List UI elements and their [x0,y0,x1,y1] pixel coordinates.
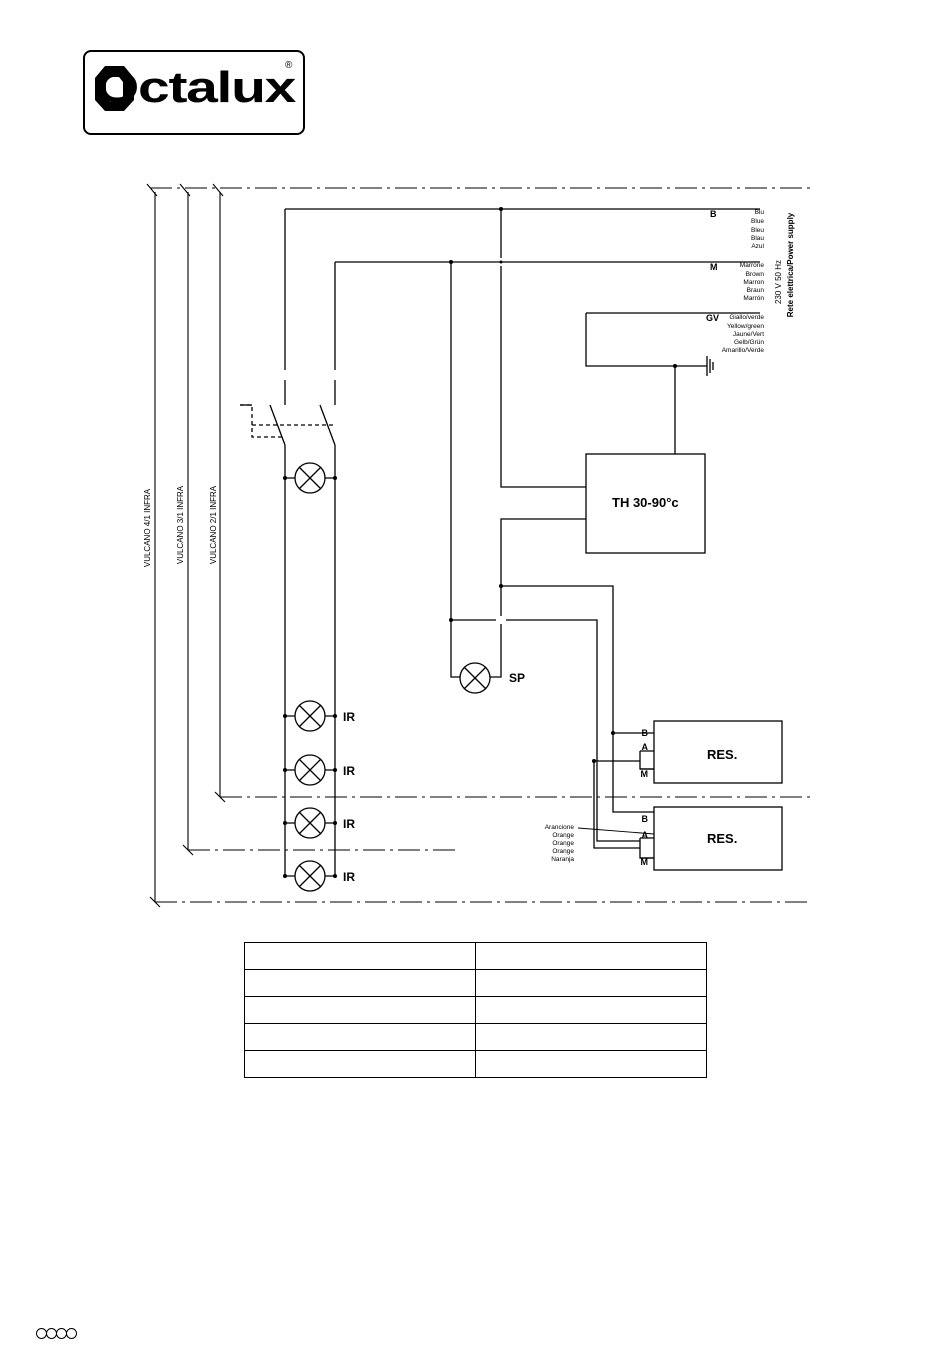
parts-table-cell [475,1050,707,1078]
earth-symbol [706,356,714,376]
model-label-2-1: VULCANO 2/1 INFRA [209,485,218,564]
wire-code-m: M [710,262,718,272]
resistor-label-1: RES. [707,747,737,762]
svg-text:B: B [642,728,649,738]
power-title: 230 V 50 Hz [774,260,783,304]
power-subtitle: Rete elettrica/Power supply [786,212,795,317]
ir-label-1: IR [343,710,355,724]
ir-label-2: IR [343,764,355,778]
thermostat-box [585,453,706,554]
parts-table-cell [244,1023,476,1051]
parts-table [244,942,707,1078]
parts-table-cell [244,969,476,997]
logo-text: Octalux [95,63,297,112]
svg-text:Brown: Brown [746,271,765,278]
model-label-4-1: VULCANO 4/1 INFRA [143,488,152,567]
parts-table-cell [244,996,476,1024]
svg-text:Marrón: Marrón [743,295,764,302]
svg-text:Orange: Orange [552,848,574,855]
resistor-label-2: RES. [707,831,737,846]
wiring-diagram: TH 30-90°c RES. B A M RES. B A M SP IR I… [143,183,810,908]
wire-color-legend: Blu Blue Bleu Blau Azul Marrone Brown Ma… [722,209,765,354]
octalux-logo: Octalux ® [83,50,305,135]
registered-mark: ® [285,60,293,71]
svg-text:Marrone: Marrone [740,262,765,269]
parts-table-cell [475,942,707,970]
wire-earth [585,312,760,367]
svg-text:Braun: Braun [747,287,765,294]
svg-text:Amarillo/Verde: Amarillo/Verde [722,347,765,354]
pilot-lamp [459,662,491,694]
svg-text:Blu: Blu [755,209,765,216]
parts-table-row [244,1050,707,1078]
junction-dots [283,207,677,878]
page-footer [36,1328,77,1342]
wire-code-gv: GV [706,313,719,323]
parts-table-row [244,996,707,1024]
parts-table-row [244,969,707,997]
svg-text:Orange: Orange [552,832,574,839]
footer-circle-icon [66,1328,77,1339]
resistor-box-1 [653,720,783,784]
svg-text:Marron: Marron [743,279,764,286]
svg-text:Naranja: Naranja [551,856,574,863]
svg-text:Yellow/green: Yellow/green [727,323,764,330]
svg-text:Azul: Azul [751,243,764,250]
switch-blades [269,404,336,446]
logo-mark: Octalux ® [95,60,298,112]
svg-text:A: A [642,742,649,752]
orange-wire-legend: Arancione Orange Orange Orange Naranja [545,824,575,863]
parts-table-row [244,1023,707,1051]
parts-table-cell [475,1023,707,1051]
svg-text:Blue: Blue [751,218,764,225]
parts-table-row [244,942,707,970]
ir-label-3: IR [343,817,355,831]
parts-table-cell [244,1050,476,1078]
svg-text:Gelb/Grün: Gelb/Grün [734,339,764,346]
model-label-3-1: VULCANO 3/1 INFRA [176,485,185,564]
parts-table-cell [244,942,476,970]
svg-text:Bleu: Bleu [751,227,764,234]
svg-text:B: B [642,814,649,824]
ir-lamps [285,700,335,892]
parts-table-cell [475,969,707,997]
svg-text:M: M [641,769,649,779]
resistor-box-2 [653,806,783,871]
svg-text:A: A [642,830,649,840]
svg-text:Jaune/Vert: Jaune/Vert [733,331,764,338]
svg-text:M: M [641,857,649,867]
switch-actuator [240,404,335,438]
svg-text:Giallo/verde: Giallo/verde [729,314,764,321]
svg-text:Blau: Blau [751,235,764,242]
svg-text:Arancione: Arancione [545,824,575,831]
parts-table-cell [475,996,707,1024]
wires [146,183,810,908]
wire-code-b: B [710,209,717,219]
pilot-lamp-label: SP [509,671,525,685]
thermostat-label: TH 30-90°c [612,495,679,510]
switch-lamp [285,462,335,494]
ir-label-4: IR [343,870,355,884]
svg-text:Orange: Orange [552,840,574,847]
